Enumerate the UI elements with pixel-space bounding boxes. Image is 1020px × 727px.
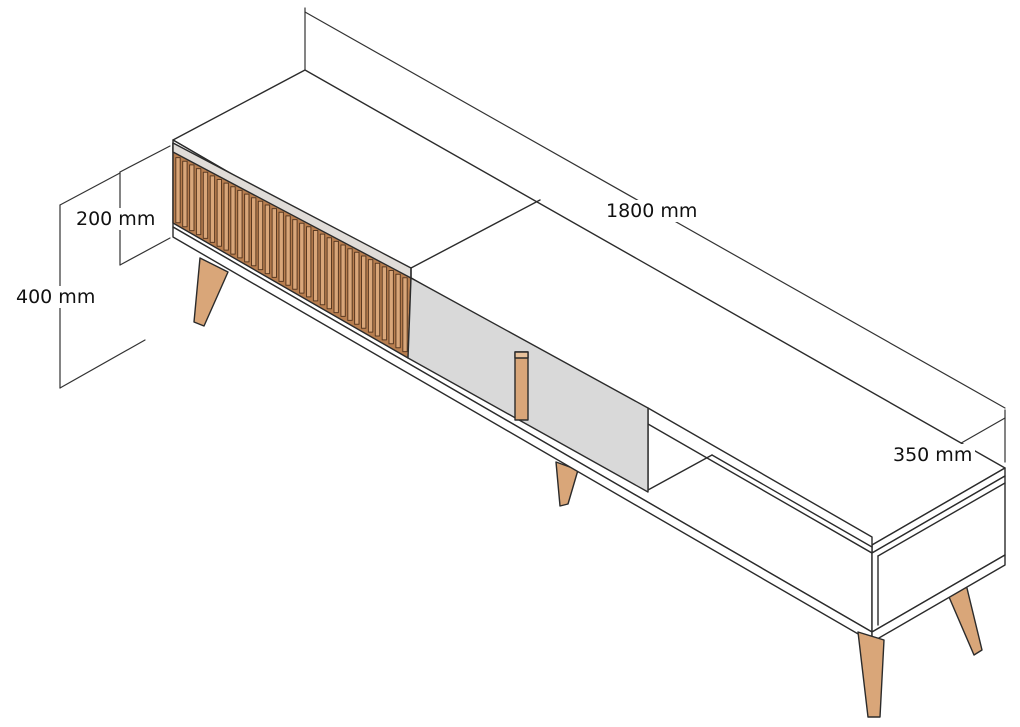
leg-ext-bottom bbox=[119, 237, 171, 266]
door-slat bbox=[285, 215, 291, 286]
depth-label: 350 mm bbox=[890, 444, 976, 466]
door-slat bbox=[189, 164, 195, 232]
door-slat bbox=[216, 179, 223, 247]
door-slat bbox=[367, 259, 374, 333]
door-slat bbox=[388, 270, 394, 345]
door-slat bbox=[209, 175, 216, 243]
door-handle bbox=[514, 351, 529, 421]
leg-height-label: 200 mm bbox=[73, 208, 159, 230]
door-slat bbox=[244, 193, 250, 263]
door-slat bbox=[395, 273, 401, 349]
door-slat bbox=[326, 237, 333, 310]
front-right-leg bbox=[857, 631, 885, 718]
door-slats bbox=[175, 157, 408, 353]
door-slat bbox=[347, 248, 353, 321]
door-slat bbox=[333, 240, 339, 314]
door-slat bbox=[381, 266, 388, 341]
front-legs bbox=[193, 257, 885, 718]
door-slat bbox=[202, 171, 209, 239]
leg-ext-top bbox=[119, 145, 171, 173]
length-label: 1800 mm bbox=[603, 200, 701, 222]
shelf-back-line bbox=[711, 454, 873, 548]
door-slat bbox=[195, 168, 202, 236]
door-slat bbox=[257, 200, 264, 271]
door-slat bbox=[271, 208, 278, 278]
door-slat bbox=[361, 255, 367, 329]
door-slat bbox=[374, 262, 381, 337]
shelf-floor-line bbox=[647, 454, 713, 491]
door-slat bbox=[312, 230, 319, 302]
door-slat bbox=[175, 157, 181, 224]
top-divider-line bbox=[410, 199, 541, 269]
total-height-label: 400 mm bbox=[13, 286, 99, 308]
door-slat bbox=[340, 244, 346, 317]
door-handle-top bbox=[514, 351, 529, 359]
door-slat bbox=[402, 277, 408, 353]
door-slat bbox=[278, 211, 284, 282]
door-slat bbox=[230, 186, 236, 255]
front-left-leg bbox=[193, 257, 229, 327]
side-inner-top bbox=[877, 482, 1006, 557]
door-slat bbox=[306, 226, 312, 298]
door-slat bbox=[223, 182, 229, 251]
door-slat bbox=[319, 233, 326, 306]
door-slat bbox=[354, 251, 360, 325]
door-slat bbox=[182, 160, 188, 228]
door-slat bbox=[292, 219, 298, 290]
door-slat bbox=[237, 189, 243, 259]
door-slat bbox=[251, 197, 257, 267]
height-ext-top bbox=[59, 172, 121, 206]
door-slat bbox=[299, 222, 305, 294]
height-ext-bottom bbox=[59, 339, 146, 389]
door-slat bbox=[264, 204, 271, 275]
